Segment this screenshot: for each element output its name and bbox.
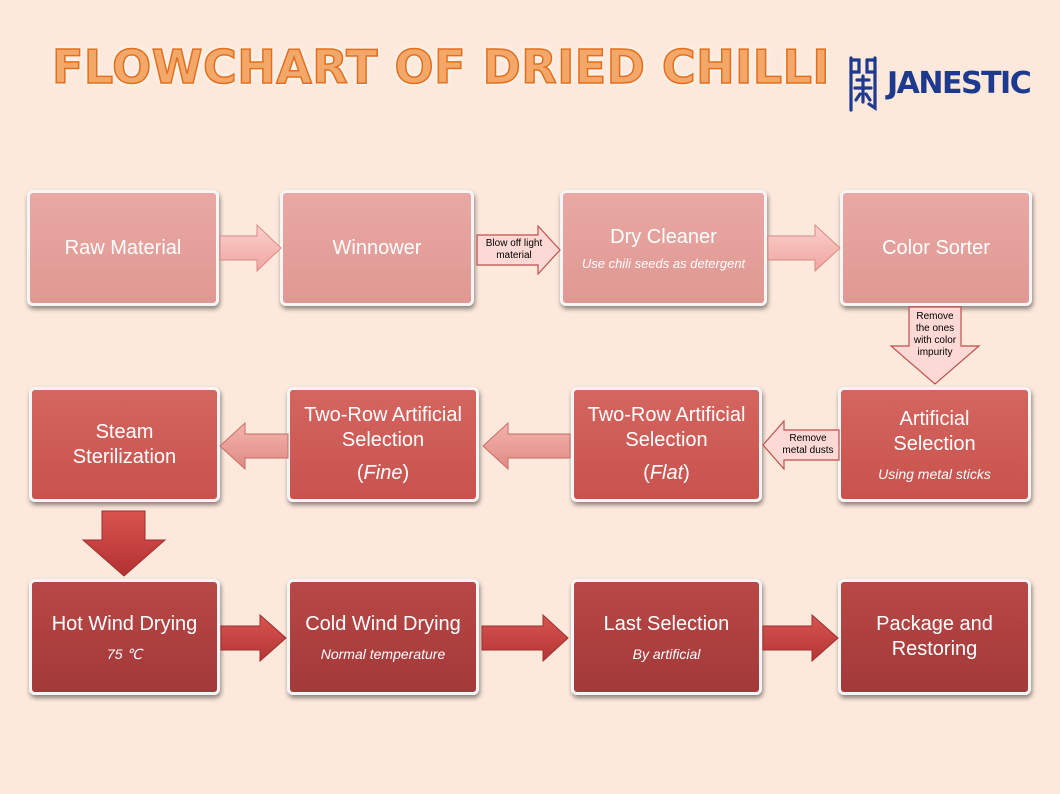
step-title-line-1: Two-Row Artificial: [587, 404, 746, 426]
arrow-down: [81, 510, 167, 577]
step-two-row-flat: Two-Row Artificial Selection (Flat): [571, 387, 762, 502]
step-note: Use chili seeds as detergent: [581, 256, 746, 271]
step-note: 75 ℃: [106, 645, 143, 662]
step-steam-sterilization: Steam Sterilization: [29, 387, 220, 502]
step-winnower: Winnower: [280, 190, 474, 306]
step-title-line-2: Restoring: [891, 638, 978, 660]
arrow-right: [481, 613, 569, 663]
arrow-right: [220, 613, 287, 663]
arrow-left-labeled: [762, 420, 840, 470]
step-title-line-1: Artificial: [899, 408, 970, 430]
step-variant: (Fine): [356, 462, 410, 484]
arrow-right: [219, 223, 282, 273]
arrow-left: [482, 421, 571, 471]
step-title: Dry Cleaner: [610, 226, 717, 248]
step-note: By artificial: [632, 646, 701, 662]
step-dry-cleaner: Dry Cleaner Use chili seeds as detergent: [560, 190, 767, 306]
step-title-line-2: Selection: [341, 429, 425, 451]
step-two-row-fine: Two-Row Artificial Selection (Fine): [287, 387, 479, 502]
logo: JANESTIC: [845, 52, 1040, 116]
step-hot-wind-drying: Hot Wind Drying 75 ℃: [29, 579, 220, 695]
step-note: Using metal sticks: [878, 466, 991, 482]
step-title-line-2: Selection: [893, 433, 976, 455]
step-variant: (Flat): [643, 462, 690, 484]
logo-text: JANESTIC: [887, 66, 1032, 101]
step-color-sorter: Color Sorter: [840, 190, 1032, 306]
step-title-line-2: Sterilization: [72, 445, 177, 468]
step-last-selection: Last Selection By artificial: [571, 579, 762, 695]
step-package-restoring: Package and Restoring: [838, 579, 1031, 695]
step-title-line-1: Steam: [95, 420, 154, 443]
step-title: Winnower: [332, 236, 422, 259]
step-title: Last Selection: [603, 613, 730, 635]
step-title-line-2: Selection: [625, 429, 708, 451]
step-title: Hot Wind Drying: [51, 612, 198, 635]
arrow-down-labeled: [889, 306, 981, 385]
step-artificial-selection: Artificial Selection Using metal sticks: [838, 387, 1031, 502]
step-title: Raw Material: [64, 236, 182, 259]
step-title-line-1: Two-Row Artificial: [304, 404, 462, 426]
arrow-right: [762, 613, 839, 663]
step-title: Cold Wind Drying: [305, 613, 461, 635]
arrow-right: [767, 223, 841, 273]
arrow-right-labeled: [476, 225, 561, 275]
step-title: Color Sorter: [882, 236, 990, 259]
step-title-line-1: Package and: [876, 613, 993, 635]
step-raw-material: Raw Material: [27, 190, 219, 306]
step-cold-wind-drying: Cold Wind Drying Normal temperature: [287, 579, 479, 695]
page-title: FLOWCHART OF DRIED CHILLI: [51, 39, 831, 95]
step-note: Normal temperature: [320, 646, 446, 662]
arrow-left: [219, 421, 289, 471]
janestic-glyph-icon: [849, 56, 877, 112]
